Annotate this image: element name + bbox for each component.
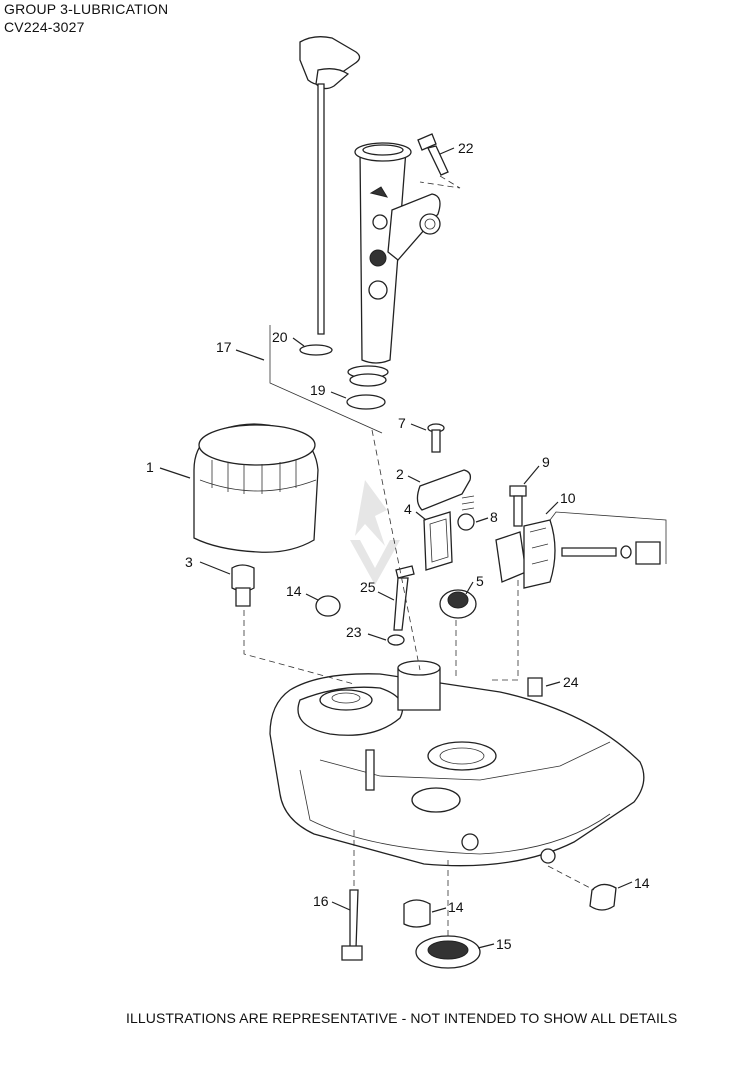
callout-8: 8 [490,509,498,525]
part-bolt-25 [393,565,415,631]
part-o-ring-19 [346,394,386,410]
leader-22 [419,175,461,189]
callout-14a: 14 [286,583,302,599]
part-o-ring-20 [299,344,333,356]
disclaimer-footer: ILLUSTRATIONS ARE REPRESENTATIVE - NOT I… [126,1010,678,1026]
callout-14b: 14 [448,899,464,915]
part-bolt-22 [417,133,449,176]
callout-4: 4 [404,501,412,517]
callouts: 22 17 20 19 7 1 2 9 10 4 8 3 14 25 5 23 [146,140,650,952]
callout-24: 24 [563,674,579,690]
callout-20: 20 [272,329,288,345]
leader-line-22 [439,147,455,155]
watermark-logo [350,480,400,585]
callout-23: 23 [346,624,362,640]
part-rotor-5 [439,589,477,619]
leader-line-10 [545,501,559,515]
part-crankcase-cover [269,660,645,867]
assembly-bracket-10 [549,511,667,564]
part-dipstick-tube-assembly [299,36,441,387]
part-washer-23 [387,634,405,646]
part-oil-filter [193,423,319,553]
part-dowel-24 [527,677,543,697]
leader-line-1 [159,467,191,479]
leader-line-20 [292,337,305,347]
leader-line-5 [465,581,474,595]
leader-line-9 [523,465,540,485]
callout-17: 17 [216,339,232,355]
callout-10: 10 [560,490,576,506]
part-ball-8 [457,513,475,531]
callout-3: 3 [185,554,193,570]
leader-line-25 [377,591,395,601]
leader-line-17 [235,349,265,361]
leader-line-14c [617,881,633,889]
part-plug-14c [589,883,617,911]
callout-2: 2 [396,466,404,482]
part-plug-14a [315,595,341,617]
assembly-bracket-17 [269,325,383,434]
callout-1: 1 [146,459,154,475]
part-fitting-3 [231,564,255,607]
part-oil-seal-15 [415,935,481,969]
leader-line-16 [331,901,351,911]
callout-7: 7 [398,415,406,431]
part-bolt-9 [509,485,527,527]
callout-19: 19 [310,382,326,398]
part-bolt-16 [341,889,363,961]
part-plate-2 [416,469,472,511]
diagram-group-title: GROUP 3-LUBRICATION [4,1,169,17]
leader-line-2 [407,475,421,483]
model-number: CV224-3027 [4,19,85,35]
part-spring [461,495,475,511]
callout-14c: 14 [634,875,650,891]
callout-25: 25 [360,579,376,595]
leader-line-3 [199,561,231,575]
callout-9: 9 [542,454,550,470]
callout-15: 15 [496,936,512,952]
leader-line-15 [477,943,495,949]
callout-5: 5 [476,573,484,589]
part-plug-14b [403,899,431,928]
alignment-leaders [243,429,595,936]
leader-line-7 [410,423,427,431]
leader-line-4 [415,511,427,521]
leader-line-24 [545,681,561,687]
callout-16: 16 [313,893,329,909]
leader-line-14a [305,593,319,601]
part-oil-pump-10 [495,519,661,589]
leader-line-23 [367,633,387,641]
callout-22: 22 [458,140,474,156]
leader-line-14b [431,907,447,913]
leader-line-19 [330,391,347,399]
part-gasket-4 [423,511,453,571]
part-screw-7 [427,423,445,453]
leader-line-8 [475,517,489,523]
